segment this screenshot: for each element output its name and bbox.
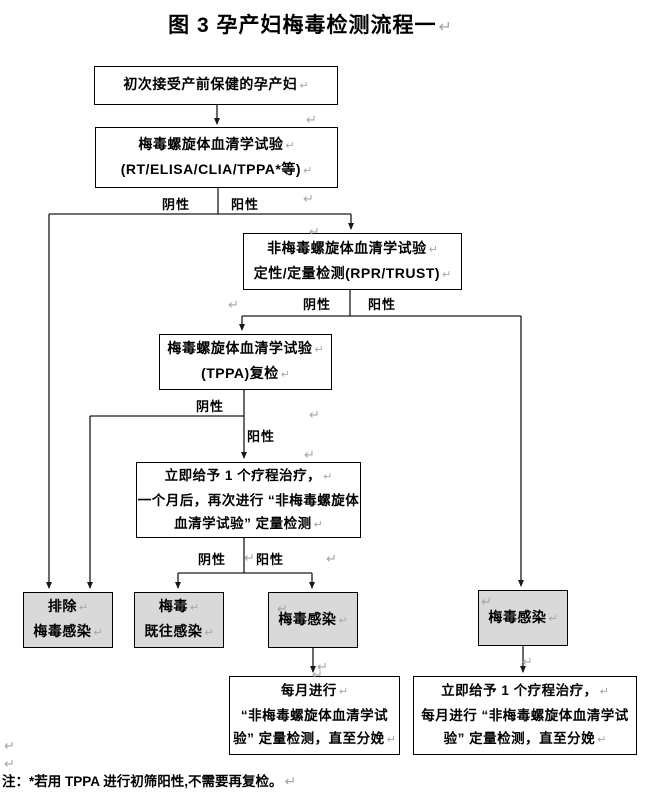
node-syphilis-infection-left: 梅毒感染↵ xyxy=(268,592,358,648)
footnote-text: 注：*若用 TPPA 进行初筛阳性,不需要再复检。 xyxy=(2,774,283,789)
node-treponemal-serologic-test: 梅毒螺旋体血清学试验↵ (RT/ELISA/CLIA/TPPA*等)↵ xyxy=(95,127,338,188)
node-text: “非梅毒螺旋体血清学试 xyxy=(240,708,389,723)
node-text: 每月进行 “非梅毒螺旋体血清学试 xyxy=(421,708,629,723)
node-text: 梅毒感染 xyxy=(488,608,547,625)
page-title: 图 3 孕产妇梅毒检测流程一↵ xyxy=(0,9,620,39)
node-text: 梅毒 xyxy=(158,598,188,614)
paragraph-mark: ↵ xyxy=(189,602,200,614)
footnote: 注：*若用 TPPA 进行初筛阳性,不需要再复检。↵ xyxy=(2,770,296,790)
paragraph-mark: ↵ xyxy=(204,627,214,639)
paragraph-mark: ↵ xyxy=(438,19,452,36)
paragraph-mark: ↵ xyxy=(280,369,290,381)
edge-label-positive: 阳性 xyxy=(231,197,260,212)
paragraph-mark: ↵ xyxy=(323,470,333,483)
paragraph-mark: ↵ xyxy=(4,738,15,753)
paragraph-mark: ↵ xyxy=(599,686,609,698)
paragraph-mark: ↵ xyxy=(338,614,348,627)
edge-label-negative: 阴性 xyxy=(196,399,225,414)
paragraph-mark: ↵ xyxy=(78,602,89,614)
paragraph-mark: ↵ xyxy=(309,224,320,239)
node-nontreponemal-serologic-test: 非梅毒螺旋体血清学试验↵ 定性/定量检测(RPR/TRUST)↵ xyxy=(243,233,462,290)
node-past-infection: 梅毒↵ 既往感染↵ xyxy=(134,592,224,648)
paragraph-mark: ↵ xyxy=(548,612,558,625)
node-text: 初次接受产前保健的孕产妇 xyxy=(123,76,298,92)
page-title-text: 图 3 孕产妇梅毒检测流程一 xyxy=(168,14,437,37)
node-text: 梅毒螺旋体血清学试验 xyxy=(167,340,313,356)
edge-label-positive: 阳性 xyxy=(256,552,285,567)
paragraph-mark: ↵ xyxy=(326,551,337,566)
edge-label-negative: 阴性 xyxy=(198,552,227,567)
edge-label-positive: 阳性 xyxy=(368,297,397,312)
node-text: 非梅毒螺旋体血清学试验 xyxy=(267,239,427,256)
edge-label-positive: 阳性 xyxy=(247,429,276,444)
paragraph-mark: ↵ xyxy=(386,734,396,746)
node-text: 既往感染 xyxy=(144,623,203,639)
node-text: 定性/定量检测(RPR/TRUST) xyxy=(253,264,441,281)
node-text: 血清学试验” 定量检测 xyxy=(174,515,312,531)
node-text: 排除 xyxy=(47,598,77,614)
paragraph-mark: ↵ xyxy=(244,550,255,565)
node-text: 一个月后，再次进行 “非梅毒螺旋体 xyxy=(137,492,360,508)
paragraph-mark: ↵ xyxy=(304,447,315,462)
paragraph-mark: ↵ xyxy=(597,734,607,746)
paragraph-mark: ↵ xyxy=(303,164,313,177)
node-syphilis-infection-right: 梅毒感染↵ xyxy=(478,590,568,646)
paragraph-mark: ↵ xyxy=(317,659,328,674)
paragraph-mark: ↵ xyxy=(284,773,297,789)
paragraph-mark: ↵ xyxy=(312,667,323,682)
node-text: 每月进行 xyxy=(280,683,337,698)
paragraph-mark: ↵ xyxy=(314,344,324,356)
node-syphilis-excluded: 排除↵ 梅毒感染↵ xyxy=(23,592,113,648)
edge-label-negative: 阴性 xyxy=(162,197,191,212)
node-text: (RT/ELISA/CLIA/TPPA*等) xyxy=(120,160,302,177)
paragraph-mark: ↵ xyxy=(309,407,320,422)
node-text: 梅毒螺旋体血清学试验 xyxy=(138,135,284,152)
node-text: 立即给予 1 个疗程治疗， xyxy=(441,683,598,698)
paragraph-mark: ↵ xyxy=(306,112,317,127)
paragraph-mark: ↵ xyxy=(93,627,103,639)
node-text: 立即给予 1 个疗程治疗， xyxy=(164,467,322,483)
paragraph-mark: ↵ xyxy=(299,80,309,92)
paragraph-mark: ↵ xyxy=(285,139,295,152)
paragraph-mark: ↵ xyxy=(277,601,288,616)
node-monthly-monitoring: 每月进行↵ “非梅毒螺旋体血清学试 验” 定量检测，直至分娩↵ xyxy=(229,676,400,755)
paragraph-mark: ↵ xyxy=(522,654,533,669)
paragraph-mark: ↵ xyxy=(228,297,239,312)
node-text: (TPPA)复检 xyxy=(201,365,279,381)
paragraph-mark: ↵ xyxy=(303,191,314,206)
node-immediate-treatment-retest: 立即给予 1 个疗程治疗，↵ 一个月后，再次进行 “非梅毒螺旋体 血清学试验” … xyxy=(136,462,361,538)
paragraph-mark: ↵ xyxy=(428,243,438,256)
node-text: 梅毒感染 xyxy=(33,623,92,639)
node-text: 验” 定量检测，直至分娩 xyxy=(443,731,596,746)
node-text: 梅毒感染 xyxy=(278,610,337,627)
edge-label-negative: 阴性 xyxy=(303,297,332,312)
paragraph-mark: ↵ xyxy=(338,686,349,698)
paragraph-mark: ↵ xyxy=(313,518,323,531)
node-tppa-recheck: 梅毒螺旋体血清学试验↵ (TPPA)复检↵ xyxy=(159,334,332,390)
paragraph-mark: ↵ xyxy=(4,756,15,771)
node-treatment-monthly-monitoring: 立即给予 1 个疗程治疗，↵ 每月进行 “非梅毒螺旋体血清学试 验” 定量检测，… xyxy=(413,676,637,755)
paragraph-mark: ↵ xyxy=(442,268,452,281)
node-text: 验” 定量检测，直至分娩 xyxy=(233,731,385,746)
paragraph-mark: ↵ xyxy=(481,594,492,609)
node-initial-antenatal-women: 初次接受产前保健的孕产妇↵ xyxy=(94,66,338,105)
